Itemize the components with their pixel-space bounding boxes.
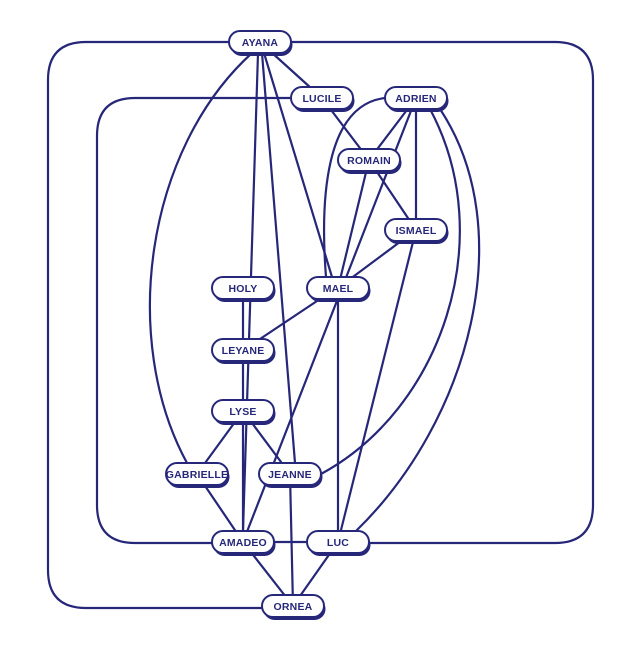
edge-ayana-luc <box>289 40 595 545</box>
node-label: AYANA <box>242 37 279 49</box>
node-jeanne: JEANNE <box>258 462 323 488</box>
node-ismael: ISMAEL <box>384 218 449 244</box>
node-label: LUC <box>327 537 349 549</box>
edge-ayana-jeanne <box>260 51 297 465</box>
node-ayana: AYANA <box>228 30 293 56</box>
node-label: LUCILE <box>302 93 341 105</box>
node-box <box>290 86 354 110</box>
node-label: ROMAIN <box>347 155 391 167</box>
edge-adrien-luc <box>354 107 481 533</box>
edge-mael-leyane <box>258 297 322 341</box>
node-mael: MAEL <box>306 276 371 302</box>
edge-lucile-ornea <box>95 96 293 545</box>
edge-romain-mael <box>336 158 371 290</box>
node-box <box>384 218 448 242</box>
node-box <box>211 399 275 423</box>
node-box <box>165 462 229 486</box>
node-label: AMADEO <box>219 537 267 549</box>
node-label: LYSE <box>229 406 256 418</box>
edge-ayana-mael <box>262 51 334 279</box>
edge-adrien-jeanne <box>319 107 461 476</box>
nodes-layer: AYANA LUCILE ADRIEN ROMAIN ISMAEL HOLY MAEL LEY… <box>165 30 449 620</box>
node-label: LEYANE <box>222 345 265 357</box>
node-adrien: ADRIEN <box>384 86 449 112</box>
node-label: ORNEA <box>274 601 313 613</box>
node-label: HOLY <box>228 283 257 295</box>
node-label: ISMAEL <box>396 225 437 237</box>
node-holy: HOLY <box>211 276 276 302</box>
edge-ismael-luc <box>336 228 418 544</box>
edge-ayana-ornea <box>46 40 264 610</box>
edge-adrien-mael <box>322 96 387 279</box>
node-box <box>384 86 448 110</box>
node-box <box>211 276 275 300</box>
node-luc: LUC <box>306 530 371 556</box>
node-ornea: ORNEA <box>261 594 326 620</box>
node-amadeo: AMADEO <box>211 530 276 556</box>
node-label: MAEL <box>323 283 354 295</box>
node-leyane: LEYANE <box>211 338 276 364</box>
node-label: GABRIELLE <box>166 469 228 481</box>
node-box <box>211 530 275 554</box>
node-box <box>261 594 325 618</box>
node-label: ADRIEN <box>395 93 436 105</box>
node-box <box>211 338 275 362</box>
edge-jeanne-ornea <box>288 472 295 608</box>
node-box <box>228 30 292 54</box>
node-label: JEANNE <box>268 469 312 481</box>
node-box <box>258 462 322 486</box>
node-lucile: LUCILE <box>290 86 355 112</box>
node-box <box>337 148 401 172</box>
node-romain: ROMAIN <box>337 148 402 174</box>
node-lyse: LYSE <box>211 399 276 425</box>
node-box <box>306 530 370 554</box>
edges-layer <box>46 40 595 610</box>
node-box <box>306 276 370 300</box>
node-gabrielle: GABRIELLE <box>165 462 230 488</box>
